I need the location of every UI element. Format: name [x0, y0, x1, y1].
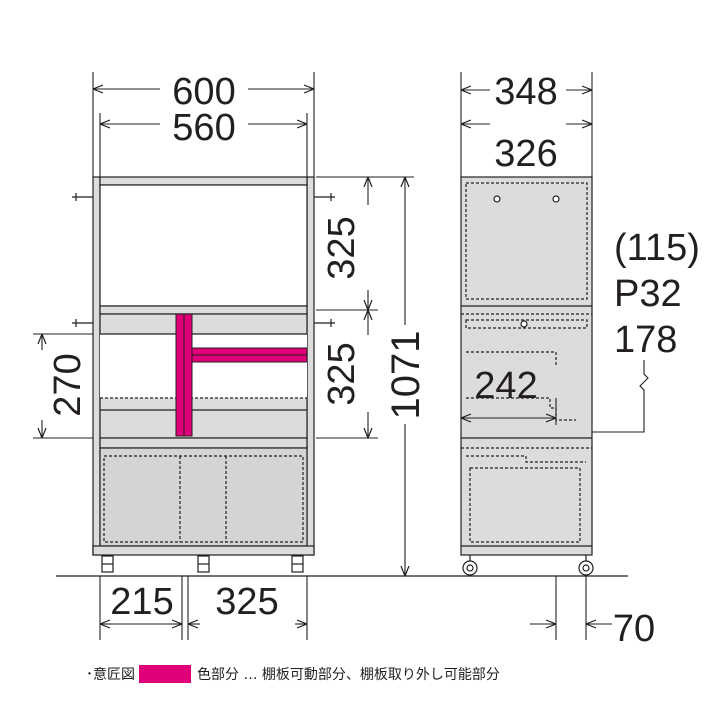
right-post	[306, 176, 315, 556]
legend: ･意匠図 色部分 … 棚板可動部分、棚板取り外し可能部分	[86, 664, 500, 684]
lower-door-frame	[103, 455, 304, 543]
dimension-lines	[33, 72, 649, 640]
movable-shelf-highlight	[175, 313, 308, 437]
dim-bottom-right: 325	[215, 581, 278, 623]
dim-middle-height: 325	[321, 342, 363, 405]
middle-shelf	[99, 305, 308, 315]
legend-prefix: ･意匠図	[86, 667, 135, 683]
callout-line3: 178	[614, 319, 677, 361]
handle-left-mid	[72, 319, 93, 327]
legend-color-swatch	[139, 665, 191, 683]
dim-total-height: 1071	[384, 331, 428, 420]
middle-inner-band	[100, 334, 307, 398]
base-rail	[92, 545, 315, 556]
dim-caster-offset: 70	[613, 608, 655, 650]
dim-shelf-height: 270	[47, 353, 89, 416]
handle-right-top	[314, 193, 335, 201]
handle-left-top	[72, 193, 93, 201]
dim-shelf-depth: 242	[474, 365, 537, 407]
left-post	[92, 176, 101, 556]
dim-overall-width: 600	[172, 71, 235, 113]
dim-inner-depth: 326	[494, 133, 557, 175]
dim-inner-width: 560	[172, 107, 235, 149]
dim-overall-depth: 348	[494, 71, 557, 113]
handle-right-mid	[314, 319, 335, 327]
side-panel	[460, 176, 593, 556]
callout-line2: P32	[614, 273, 682, 315]
side-view	[460, 176, 594, 576]
lower-shelf	[99, 437, 308, 449]
callout-line1: (115)	[614, 227, 700, 269]
legend-text: 色部分 … 棚板可動部分、棚板取り外し可能部分	[197, 667, 500, 683]
dim-upper-height: 325	[321, 216, 363, 279]
top-rail	[99, 176, 308, 186]
front-view	[72, 176, 335, 573]
dim-bottom-left: 215	[110, 581, 173, 623]
upper-opening	[99, 184, 308, 307]
lower-cabinet	[99, 447, 308, 547]
